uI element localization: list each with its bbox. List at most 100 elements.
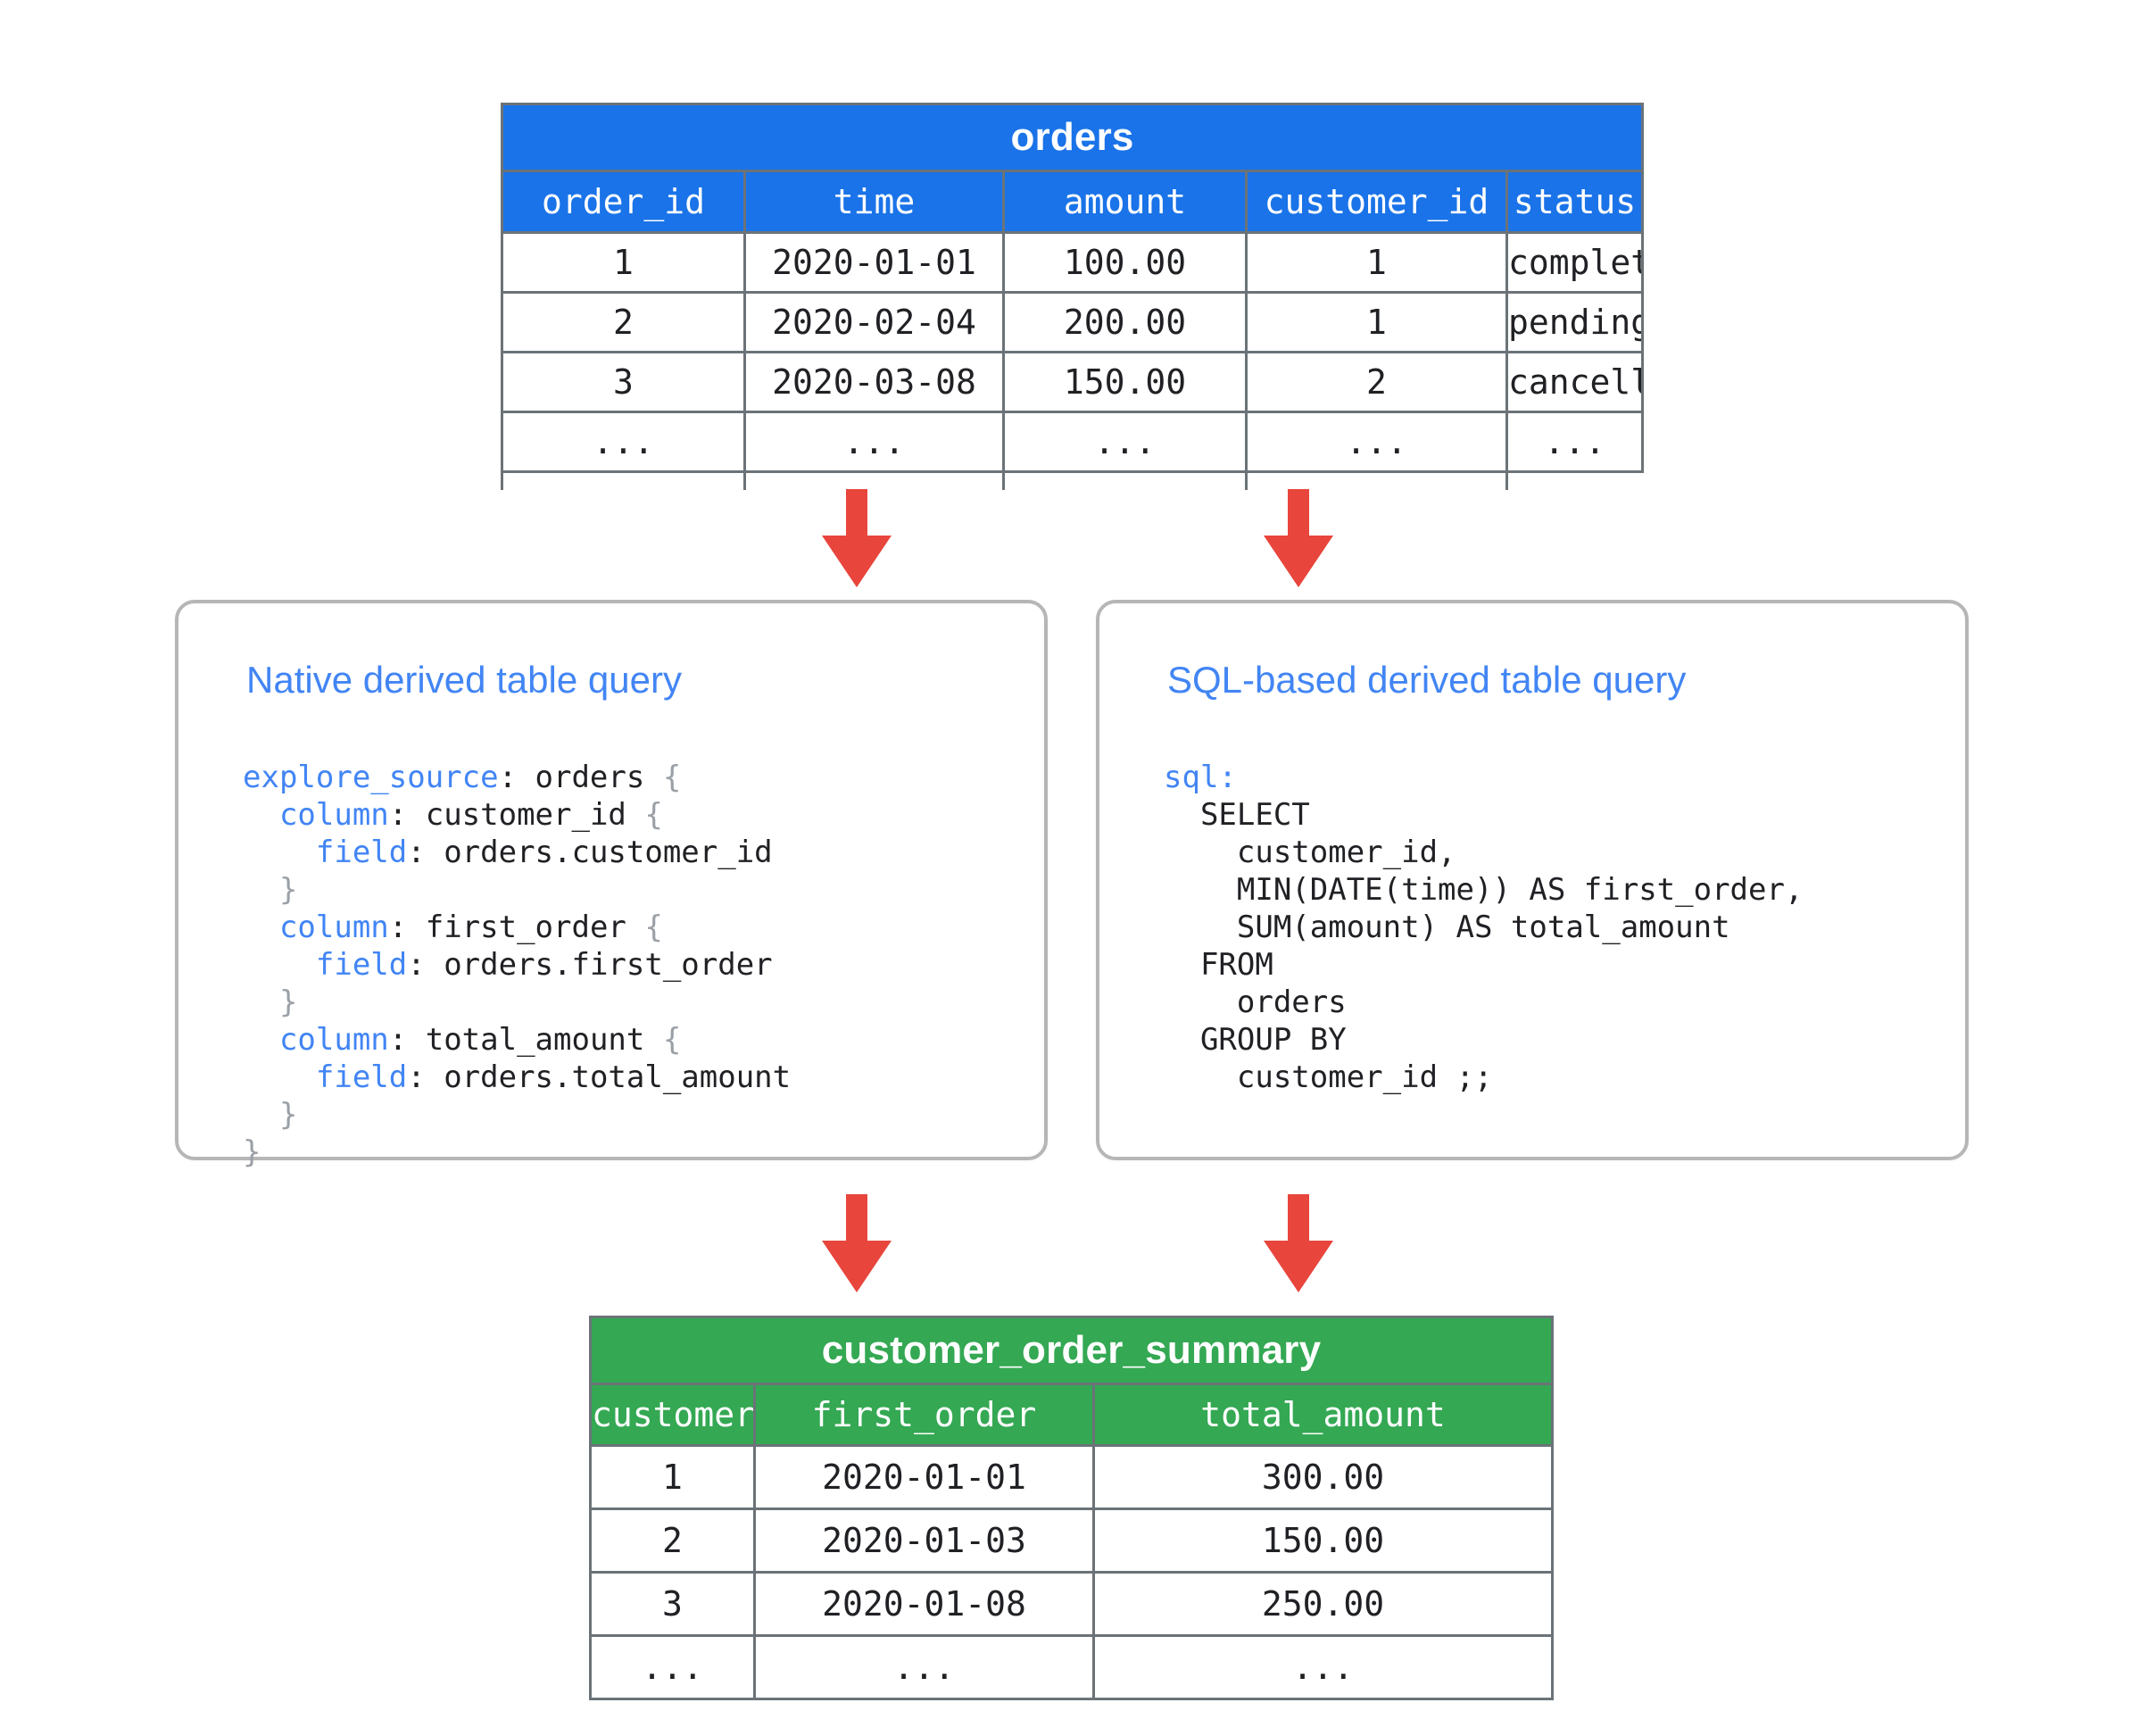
cell: ... bbox=[753, 1634, 1095, 1700]
customer-order-summary-table: customer_order_summary customer_id first… bbox=[589, 1316, 1554, 1700]
summary-col-header-first-order: first_order bbox=[753, 1383, 1095, 1447]
code-keyword: sql: bbox=[1164, 760, 1237, 795]
summary-table-body: 1 2020-01-01 300.00 2 2020-01-03 150.00 … bbox=[589, 1444, 1554, 1700]
code-text: orders bbox=[1164, 984, 1347, 1020]
code-text: : customer_id bbox=[388, 797, 645, 833]
code-brace: { bbox=[644, 910, 663, 945]
cell: complete bbox=[1505, 231, 1645, 294]
code-brace: } bbox=[278, 984, 298, 1020]
cell-empty bbox=[501, 465, 746, 490]
code-text bbox=[243, 1022, 279, 1058]
cell: 2020-02-04 bbox=[743, 291, 1005, 353]
code-text bbox=[243, 947, 316, 983]
code-line: field: orders.first_order bbox=[243, 946, 791, 984]
cell: ... bbox=[1505, 411, 1645, 473]
sql-derived-table-card: SQL-based derived table query sql: SELEC… bbox=[1096, 600, 1969, 1160]
code-text: MIN(DATE(time)) AS first_order, bbox=[1164, 872, 1804, 908]
cell: 2020-01-01 bbox=[753, 1444, 1095, 1510]
code-line: SELECT bbox=[1164, 796, 1803, 834]
table-row-ellipsis: ... ... ... ... ... bbox=[501, 411, 1645, 473]
table-row: 2 2020-02-04 200.00 1 pending bbox=[501, 291, 1645, 353]
code-line: column: customer_id { bbox=[243, 796, 791, 834]
code-text bbox=[243, 984, 279, 1020]
cell: cancelled bbox=[1505, 351, 1645, 413]
orders-table-title: orders bbox=[500, 103, 1645, 172]
native-card-title: Native derived table query bbox=[246, 659, 682, 701]
code-line: sql: bbox=[1164, 759, 1803, 796]
cell: 1 bbox=[1245, 231, 1508, 294]
cell: 300.00 bbox=[1092, 1444, 1554, 1510]
code-keyword: column bbox=[278, 797, 389, 833]
code-text: FROM bbox=[1164, 947, 1273, 983]
orders-table-head: orders order_id time amount customer_id … bbox=[500, 103, 1645, 234]
arrow-orders-to-native-icon bbox=[816, 489, 898, 589]
code-keyword: field bbox=[315, 1059, 408, 1095]
code-text: GROUP BY bbox=[1164, 1022, 1347, 1058]
code-line: GROUP BY bbox=[1164, 1021, 1803, 1059]
code-keyword: field bbox=[315, 835, 408, 870]
code-keyword: explore_source bbox=[243, 760, 499, 795]
table-row: 1 2020-01-01 100.00 1 complete bbox=[501, 231, 1645, 294]
code-keyword: field bbox=[315, 947, 408, 983]
cell: 150.00 bbox=[1002, 351, 1248, 413]
code-text bbox=[243, 1059, 316, 1095]
table-row: 3 2020-03-08 150.00 2 cancelled bbox=[501, 351, 1645, 413]
code-text: SELECT bbox=[1164, 797, 1310, 833]
summary-header-row: customer_id first_order total_amount bbox=[589, 1383, 1554, 1447]
cell: 3 bbox=[501, 351, 746, 413]
code-text: : first_order bbox=[388, 910, 645, 945]
code-keyword: column bbox=[278, 910, 389, 945]
table-row: 2 2020-01-03 150.00 bbox=[589, 1508, 1554, 1574]
sql-card-title: SQL-based derived table query bbox=[1167, 659, 1687, 701]
cell: 1 bbox=[1245, 291, 1508, 353]
summary-title-row: customer_order_summary bbox=[589, 1316, 1554, 1385]
orders-table-body: 1 2020-01-01 100.00 1 complete 2 2020-02… bbox=[501, 231, 1645, 473]
cell: ... bbox=[589, 1634, 756, 1700]
cell-empty bbox=[1505, 465, 1641, 490]
cell: ... bbox=[501, 411, 746, 473]
native-derived-table-card: Native derived table query explore_sourc… bbox=[175, 600, 1048, 1170]
cell: 200.00 bbox=[1002, 291, 1248, 353]
sql-card-code: sql: SELECT customer_id, MIN(DATE(time))… bbox=[1164, 759, 1803, 1096]
cell: 100.00 bbox=[1002, 231, 1248, 294]
code-text bbox=[243, 1097, 279, 1133]
cell: ... bbox=[1245, 411, 1508, 473]
cell: 2020-03-08 bbox=[743, 351, 1005, 413]
table-row: 1 2020-01-01 300.00 bbox=[589, 1444, 1554, 1510]
summary-col-header-customer-id: customer_id bbox=[589, 1383, 756, 1447]
code-line: } bbox=[243, 871, 791, 909]
cell-empty bbox=[1245, 465, 1508, 490]
orders-col-header-customer-id: customer_id bbox=[1245, 170, 1508, 234]
arrow-native-to-summary-icon bbox=[816, 1194, 898, 1294]
code-text: : orders.total_amount bbox=[407, 1059, 792, 1095]
orders-title-row: orders bbox=[500, 103, 1645, 172]
code-line: column: first_order { bbox=[243, 909, 791, 946]
code-text bbox=[243, 910, 279, 945]
code-line: } bbox=[243, 984, 791, 1021]
code-line: } bbox=[243, 1134, 791, 1171]
orders-col-header-time: time bbox=[743, 170, 1005, 234]
orders-col-header-amount: amount bbox=[1002, 170, 1248, 234]
cell: 2 bbox=[1245, 351, 1508, 413]
cell: 2020-01-08 bbox=[753, 1571, 1095, 1637]
summary-table-title: customer_order_summary bbox=[589, 1316, 1554, 1385]
summary-table-head: customer_order_summary customer_id first… bbox=[589, 1316, 1554, 1447]
cell-empty bbox=[743, 465, 1005, 490]
code-text: SUM(amount) AS total_amount bbox=[1164, 910, 1730, 945]
code-text: customer_id ;; bbox=[1164, 1059, 1493, 1095]
code-brace: } bbox=[243, 1134, 261, 1170]
code-text: : orders.first_order bbox=[407, 947, 773, 983]
code-line: column: total_amount { bbox=[243, 1021, 791, 1059]
arrow-sql-to-summary-icon bbox=[1257, 1194, 1340, 1294]
code-keyword: column bbox=[278, 1022, 389, 1058]
cell: ... bbox=[743, 411, 1005, 473]
code-text: : total_amount bbox=[388, 1022, 663, 1058]
table-row: 3 2020-01-08 250.00 bbox=[589, 1571, 1554, 1637]
code-line: customer_id ;; bbox=[1164, 1059, 1803, 1096]
code-line: MIN(DATE(time)) AS first_order, bbox=[1164, 871, 1804, 909]
code-brace: { bbox=[662, 760, 682, 795]
cell: 3 bbox=[589, 1571, 756, 1637]
cell: 2 bbox=[501, 291, 746, 353]
code-line: field: orders.customer_id bbox=[243, 834, 791, 871]
cell: 250.00 bbox=[1092, 1571, 1554, 1637]
